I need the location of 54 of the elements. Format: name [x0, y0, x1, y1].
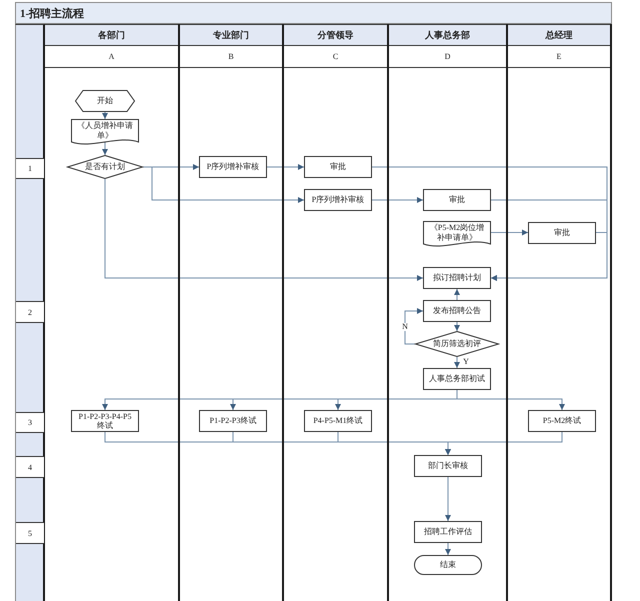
flow-arrow: [490, 230, 528, 236]
flow-arrow: [102, 142, 108, 156]
lane-header: 分管领导: [284, 24, 387, 46]
swimlane: [180, 24, 284, 601]
flow-arrow: [372, 197, 424, 203]
process-box: P5-M2终试: [528, 410, 596, 432]
swimlane: [284, 24, 389, 601]
lane-header: 人事总务部: [389, 24, 506, 46]
process-box: 部门长审核: [414, 455, 482, 477]
process-box: P序列增补审核: [199, 156, 267, 178]
row-number: 3: [16, 412, 44, 433]
row-number: 1: [16, 158, 44, 179]
decision-diamond: 简历筛选初评: [415, 331, 499, 357]
flow-arrow: [445, 476, 451, 522]
edge-label: Y: [462, 358, 470, 366]
flow-arrow: [454, 322, 460, 332]
process-box: P序列增补审核: [304, 189, 372, 211]
row-number: 2: [16, 301, 44, 323]
swimlane: [508, 24, 612, 601]
process-box: 审批: [528, 222, 596, 244]
row-number: 4: [16, 456, 44, 478]
lane-header: 专业部门: [180, 24, 282, 46]
process-box: 审批: [423, 189, 491, 211]
flow-arrow: [102, 112, 108, 120]
flow-arrow: [454, 288, 460, 300]
process-box: P1-P2-P3-P4-P5终试: [71, 410, 139, 432]
document-shape: 《P5-M2岗位增补申请单》: [423, 221, 491, 249]
swimlane: [389, 24, 508, 601]
document-shape: 《人员增补申请单》: [71, 119, 139, 147]
process-box: 发布招聘公告: [423, 300, 491, 322]
process-box: 人事总务部初试: [423, 368, 491, 390]
flow-arrow: [490, 232, 608, 281]
process-box: 招聘工作评估: [414, 521, 482, 543]
flow-arrow: [142, 166, 304, 203]
flow-arrow: [104, 178, 424, 281]
decision-diamond: 是否有计划: [67, 155, 143, 179]
process-box: P4-P5-M1终试: [304, 410, 372, 432]
lane-header: 各部门: [45, 24, 178, 46]
process-box: 审批: [304, 156, 372, 178]
swimlane: [45, 24, 180, 601]
flow-arrow: [445, 542, 451, 556]
process-box: P1-P2-P3终试: [199, 410, 267, 432]
lane-header: 总经理: [508, 24, 610, 46]
diagram-title: 1-招聘主流程: [15, 2, 612, 24]
start-hexagon: 开始: [75, 90, 135, 112]
flow-arrow: [404, 308, 424, 344]
row-number: 5: [16, 522, 44, 544]
end-terminal: 结束: [414, 555, 482, 575]
flow-arrow: [456, 390, 565, 410]
flow-arrow: [454, 356, 460, 368]
flow-arrow: [266, 164, 304, 170]
process-box: 拟订招聘计划: [423, 267, 491, 289]
edge-label: N: [401, 323, 409, 331]
flow-arrow: [445, 432, 562, 456]
